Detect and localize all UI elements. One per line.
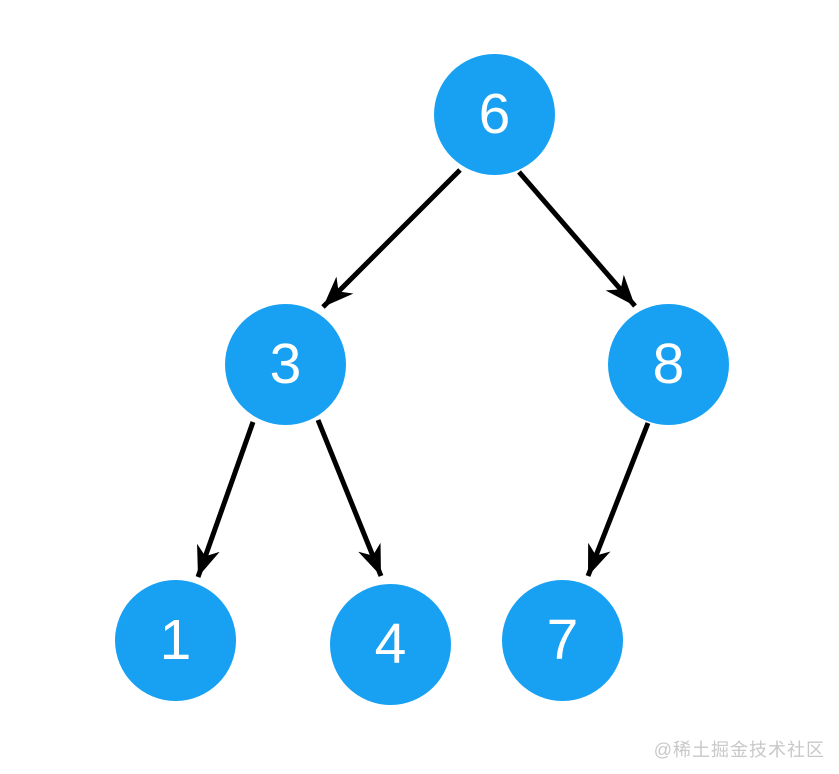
tree-node-8: 8 xyxy=(608,304,729,425)
tree-node-1: 1 xyxy=(115,580,236,701)
edge-6-3 xyxy=(321,168,462,309)
edge-6-8 xyxy=(517,170,637,308)
tree-node-4: 4 xyxy=(330,584,451,705)
tree-node-3: 3 xyxy=(225,304,346,425)
edge-3-1 xyxy=(195,421,256,578)
node-label: 1 xyxy=(159,608,192,672)
node-label: 6 xyxy=(478,82,511,146)
node-label: 7 xyxy=(546,608,579,672)
tree-node-7: 7 xyxy=(502,580,623,701)
edge-3-4 xyxy=(315,419,384,577)
tree-node-6: 6 xyxy=(434,54,555,175)
node-label: 8 xyxy=(652,332,685,396)
watermark: @稀土掘金技术社区 xyxy=(653,740,825,760)
node-label: 3 xyxy=(269,332,302,396)
edge-8-7 xyxy=(585,422,651,577)
node-label: 4 xyxy=(374,612,407,676)
